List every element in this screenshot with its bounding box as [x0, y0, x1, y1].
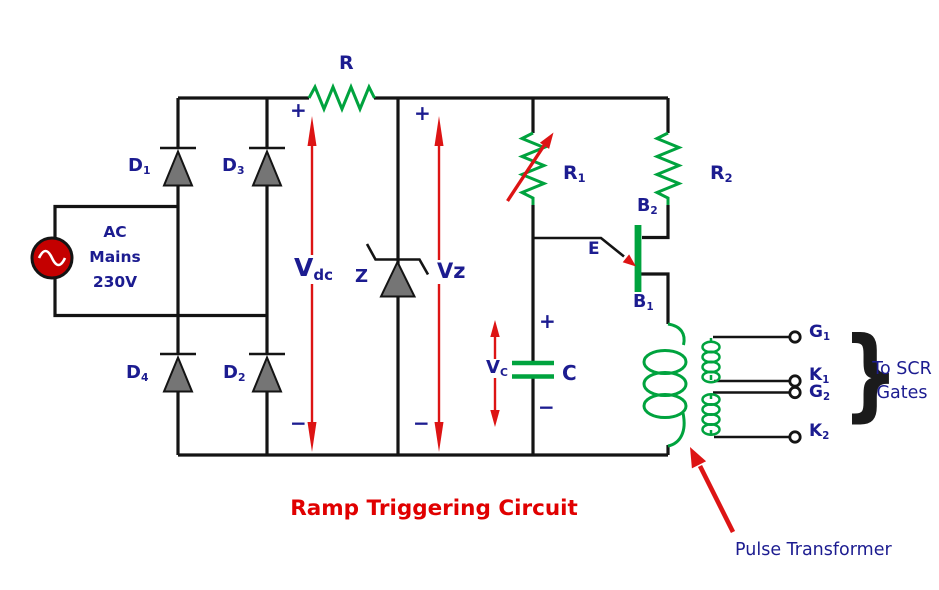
terminal-k1: [788, 374, 802, 388]
ac-top-wire: [53, 204, 178, 241]
b1-label: B1: [633, 292, 654, 313]
diode-d2: [249, 352, 285, 393]
pulse-transformer-pointer-arrow: [690, 447, 736, 534]
vdc-minus-sign: −: [290, 411, 307, 435]
ac-bottom-wire: [53, 274, 267, 318]
ujt-transistor: [533, 225, 642, 292]
variable-resistor-r1: [506, 131, 554, 205]
emitter-wire: [533, 236, 625, 258]
vc-label: VC: [485, 357, 509, 380]
e-label: E: [588, 239, 600, 259]
ujt-base-bar: [634, 225, 642, 292]
variable-arrow: [506, 140, 549, 202]
d3-label: D3: [222, 155, 245, 178]
d4-label: D4: [126, 362, 149, 385]
ac-source: [30, 236, 74, 280]
pulse-transformer-secondary-coil-upper: [701, 338, 721, 384]
sine-wave-icon: [37, 249, 67, 267]
terminal-g1: [788, 330, 802, 344]
vz-arrow: [434, 116, 444, 452]
c-minus-sign: −: [538, 395, 555, 419]
c-plus-sign: +: [539, 309, 556, 333]
vdc-plus-sign: +: [290, 98, 307, 122]
scr-gates-brace: }: [842, 315, 899, 432]
z-label: Z: [355, 266, 369, 287]
r-label: R: [339, 52, 354, 74]
b2-label: B2: [637, 196, 658, 217]
diode-d1: [160, 146, 196, 187]
terminal-k2: [788, 430, 802, 444]
vz-plus-sign: +: [414, 101, 431, 125]
to-scr-gates-label: To SCR Gates: [866, 357, 938, 405]
k1-label: K1: [809, 365, 830, 386]
r2-label: R2: [710, 162, 733, 186]
r2-b2-wire: [642, 98, 670, 240]
circuit-wires: [53, 96, 790, 457]
ac-line3: 230V: [92, 273, 138, 291]
pulse-transformer-label: Pulse Transformer: [735, 540, 892, 560]
to-scr-line1: To SCR: [872, 359, 932, 379]
scr-gate-terminals: [788, 330, 802, 444]
terminal-g2: [788, 385, 802, 400]
ac-mains-label: AC Mains 230V: [80, 220, 150, 295]
g1-label: G1: [809, 322, 831, 343]
capacitor-c: [512, 360, 554, 379]
ac-line1: AC: [103, 223, 127, 241]
r1-label: R1: [563, 162, 586, 186]
zener-diode-z: [365, 243, 430, 298]
resistor-r2: [653, 131, 683, 205]
bridge-rectifier: [160, 146, 285, 393]
pulse-transformer-primary-coil: [642, 322, 688, 448]
vz-minus-sign: −: [413, 411, 430, 435]
d2-label: D2: [223, 362, 246, 385]
diode-d3: [249, 146, 285, 187]
secondary-lead-wires: [713, 335, 790, 439]
k2-label: K2: [809, 421, 830, 442]
emitter-arrowhead: [622, 254, 636, 267]
diode-d4: [160, 352, 196, 393]
diagram-title: Ramp Triggering Circuit: [290, 496, 578, 521]
vdc-label: Vdc: [293, 253, 334, 285]
g2-label: G2: [809, 382, 831, 403]
zener-cathode-bar: [365, 243, 430, 276]
vz-label: Vz: [436, 259, 467, 284]
d1-label: D1: [128, 155, 151, 178]
resistor-r: [307, 83, 376, 113]
c-label: C: [562, 361, 577, 385]
ac-line2: Mains: [89, 248, 141, 266]
to-scr-line2: Gates: [876, 383, 928, 403]
b1-wire: [641, 272, 670, 324]
pulse-transformer-secondary-coil-lower: [701, 393, 721, 436]
